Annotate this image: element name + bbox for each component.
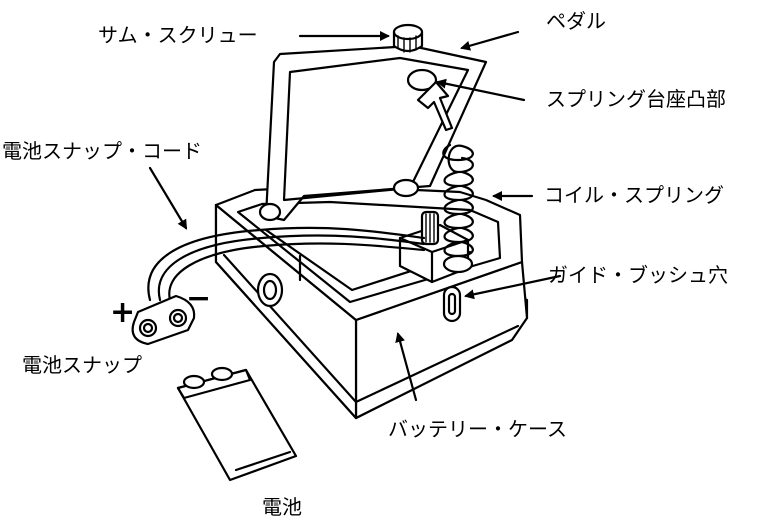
minus-sign: − (186, 281, 211, 316)
battery-snap-label: 電池スナップ (22, 353, 142, 377)
guide-bushing-hole (442, 285, 462, 323)
coil-spring (442, 143, 474, 274)
thumb-screw-label: サム・スクリュー (98, 23, 258, 47)
snap-cord (147, 226, 426, 302)
battery-label: 電池 (262, 495, 302, 519)
leader-lines (148, 30, 562, 402)
battery-case-label: バッテリー・ケース (388, 417, 567, 441)
spring-seat-label: スプリング台座凸部 (546, 87, 726, 111)
battery-snap (131, 294, 196, 346)
plus-sign: + (110, 295, 135, 330)
output-jack (256, 272, 284, 308)
snap-cord-label: 電池スナップ・コード (2, 139, 202, 163)
battery-case (214, 184, 529, 420)
battery (176, 366, 298, 482)
thumb-screw (392, 23, 424, 53)
pedal-label: ペダル (546, 9, 606, 33)
guide-bushing-label: ガイド・ブッシュ穴 (548, 263, 728, 287)
coil-spring-label: コイル・スプリング (544, 183, 724, 207)
spring-seat-boss (406, 68, 454, 132)
